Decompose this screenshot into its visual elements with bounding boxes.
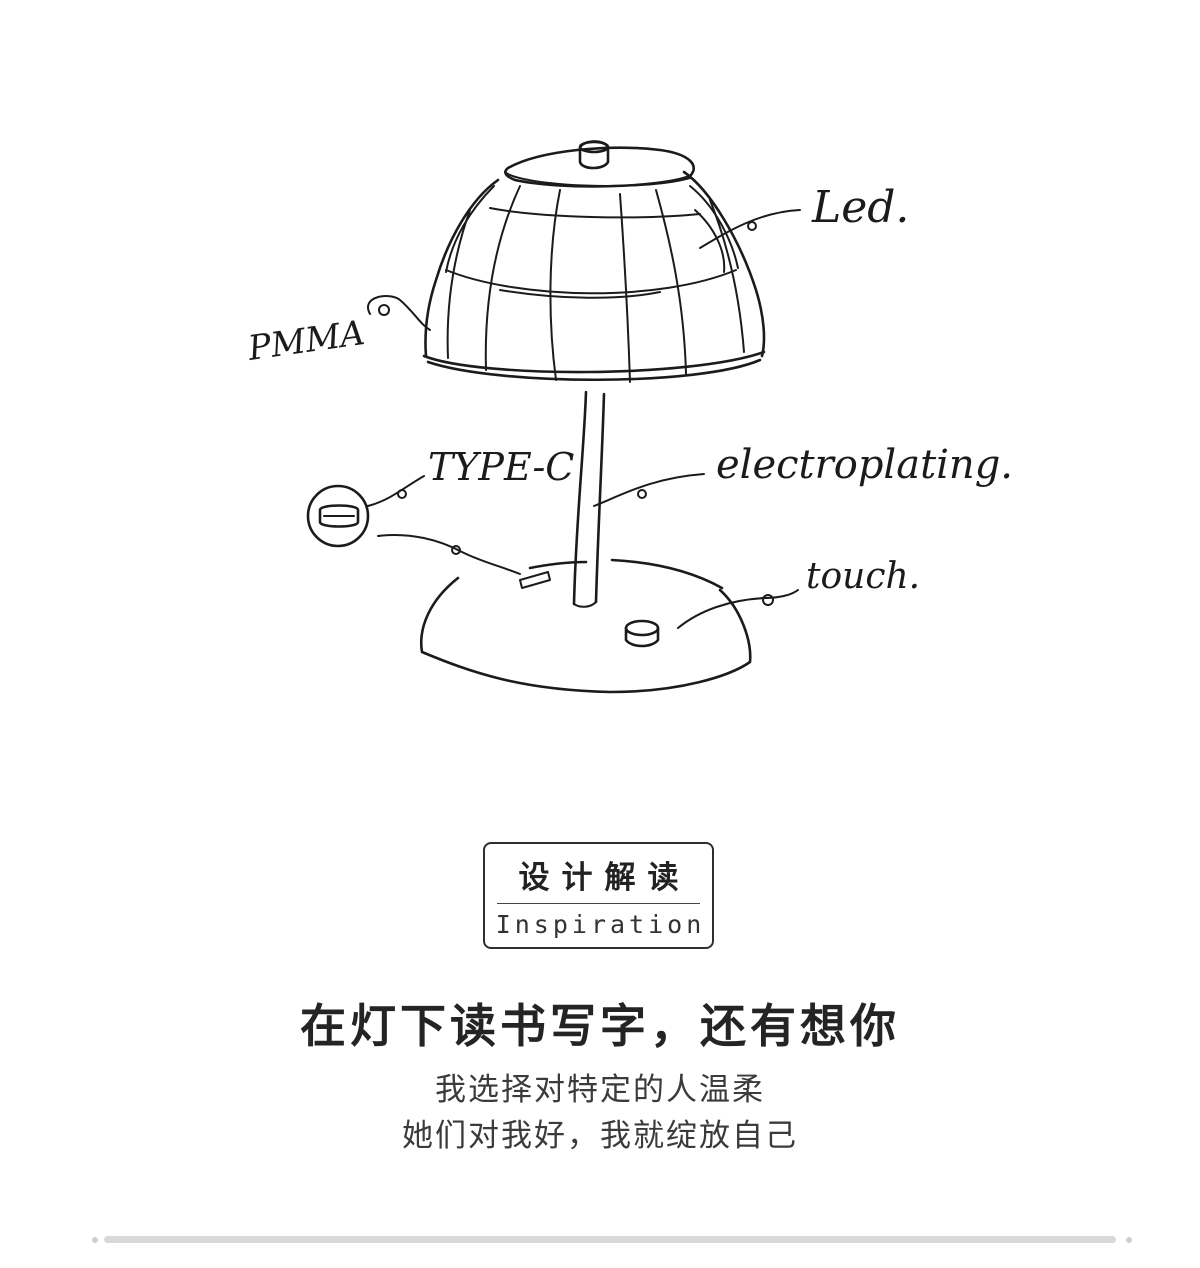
label-type-c: TYPE-C [428, 445, 574, 489]
lamp-sketch-illustration: Led. PMMA TYPE-C electroplating. touch. [245, 140, 1013, 694]
design-interpretation-badge: 设计解读 Inspiration [483, 842, 714, 949]
callout-lines [367, 209, 801, 629]
lamp-stem [572, 390, 606, 608]
scroll-right-arrow[interactable] [1126, 1237, 1132, 1243]
label-electroplating: electroplating. [716, 442, 1013, 488]
scroll-left-arrow[interactable] [92, 1237, 98, 1243]
headline: 在灯下读书写字，还有想你 [300, 999, 900, 1053]
label-pmma: PMMA [245, 313, 367, 369]
badge-divider [497, 903, 700, 904]
label-touch: touch. [806, 556, 920, 597]
scrollbar-thumb[interactable] [104, 1236, 1116, 1243]
subtitle-line-2: 她们对我好，我就绽放自己 [402, 1118, 798, 1154]
badge-title-cn: 设计解读 [518, 860, 691, 896]
subtitle-line-1: 我选择对特定的人温柔 [435, 1072, 765, 1108]
label-led: Led. [811, 182, 909, 233]
lamp-base [419, 558, 752, 694]
horizontal-scrollbar[interactable] [92, 1235, 1132, 1245]
badge-title-en: Inspiration [495, 910, 706, 939]
type-c-port-detail [306, 484, 370, 548]
lamp-shade [422, 140, 766, 383]
